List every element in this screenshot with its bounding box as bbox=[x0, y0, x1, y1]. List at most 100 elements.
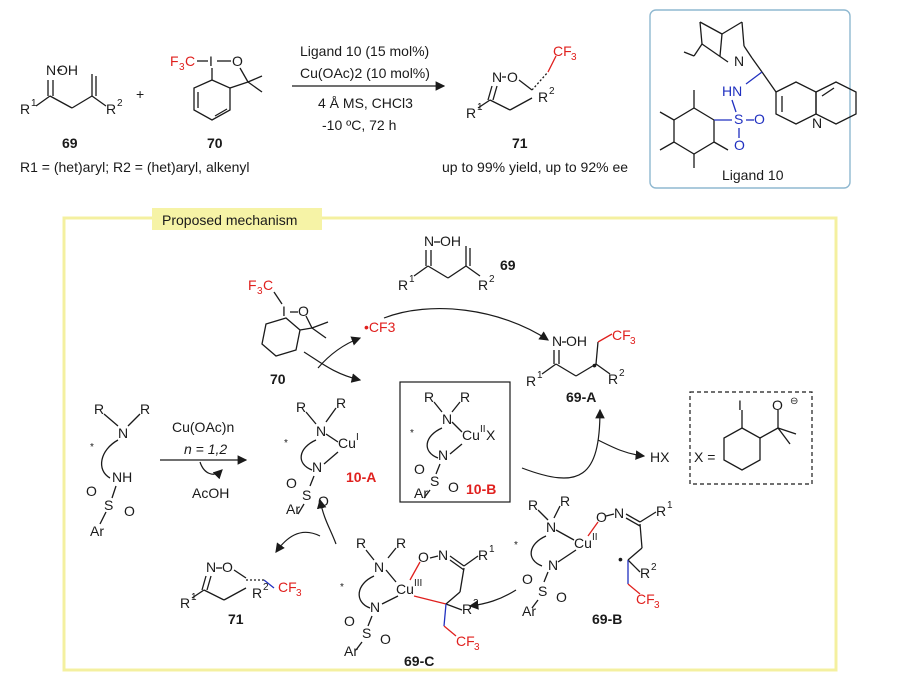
svg-text:N: N bbox=[614, 505, 624, 521]
svg-text:R: R bbox=[462, 601, 472, 617]
svg-text:2: 2 bbox=[117, 98, 123, 109]
svg-text:R: R bbox=[560, 493, 570, 509]
svg-text:CF: CF bbox=[612, 327, 631, 343]
svg-text:N: N bbox=[734, 53, 744, 69]
x-definition-box bbox=[689, 391, 813, 485]
svg-text:II: II bbox=[480, 424, 486, 435]
substituent-definition: R1 = (het)aryl; R2 = (het)aryl, alkenyl bbox=[20, 159, 250, 175]
svg-text:2: 2 bbox=[489, 274, 495, 285]
svg-text:O: O bbox=[124, 503, 135, 519]
mech-label-69-B: 69-B bbox=[592, 611, 622, 627]
mech-label-10-B: 10-B bbox=[466, 481, 496, 497]
mech-label-10-A: 10-A bbox=[346, 469, 376, 485]
svg-text:Cu: Cu bbox=[338, 435, 356, 451]
svg-text:1: 1 bbox=[409, 274, 415, 285]
svg-text:1: 1 bbox=[667, 500, 673, 511]
label-71: 71 bbox=[512, 135, 528, 151]
svg-text:3: 3 bbox=[571, 52, 577, 63]
svg-text:2: 2 bbox=[473, 598, 479, 609]
radical-addition-arrow bbox=[383, 307, 549, 341]
svg-text:2: 2 bbox=[549, 86, 555, 97]
svg-text:I: I bbox=[738, 397, 742, 413]
n-value: n = 1,2 bbox=[184, 441, 227, 457]
label-69: 69 bbox=[62, 135, 78, 151]
x-equals-label: X = bbox=[694, 449, 715, 465]
copper-source: Cu(OAc)n bbox=[172, 419, 234, 435]
ligand-10-structure: N N HN S O O bbox=[659, 21, 857, 168]
svg-text:N: N bbox=[424, 233, 434, 249]
cf3-release-arrow bbox=[317, 336, 362, 369]
mech-label-69: 69 bbox=[500, 257, 516, 273]
svg-text:O: O bbox=[754, 111, 765, 127]
svg-text:I: I bbox=[356, 432, 359, 443]
svg-text:O: O bbox=[298, 303, 309, 319]
condition-ligand: Ligand 10 (15 mol%) bbox=[300, 43, 429, 59]
svg-text:N: N bbox=[552, 333, 562, 349]
svg-text:3: 3 bbox=[630, 336, 636, 347]
svg-text:R: R bbox=[296, 399, 306, 415]
svg-text:*: * bbox=[90, 442, 94, 453]
svg-text:N: N bbox=[370, 599, 380, 615]
mechanism-title: Proposed mechanism bbox=[162, 212, 297, 228]
svg-text:R: R bbox=[478, 277, 488, 293]
mech-label-70: 70 bbox=[270, 371, 286, 387]
product-release-arrow bbox=[275, 531, 321, 553]
svg-text:CF: CF bbox=[456, 633, 475, 649]
svg-text:O: O bbox=[734, 137, 745, 153]
svg-text:R: R bbox=[528, 497, 538, 513]
svg-text:R: R bbox=[538, 89, 548, 105]
svg-text:O: O bbox=[414, 461, 425, 477]
svg-text:R: R bbox=[640, 565, 650, 581]
svg-text:*: * bbox=[284, 438, 288, 449]
svg-text:O: O bbox=[596, 509, 607, 525]
svg-text:R: R bbox=[396, 535, 406, 551]
svg-text:F: F bbox=[248, 277, 257, 293]
acoh-label: AcOH bbox=[192, 485, 229, 501]
svg-text:Cu: Cu bbox=[396, 581, 414, 597]
svg-text:S: S bbox=[104, 497, 113, 513]
svg-text:O: O bbox=[772, 397, 783, 413]
svg-text:N: N bbox=[374, 559, 384, 575]
svg-text:*: * bbox=[410, 428, 414, 439]
mech-label-71: 71 bbox=[228, 611, 244, 627]
svg-text:OH: OH bbox=[566, 333, 587, 349]
svg-text:II: II bbox=[592, 532, 598, 543]
svg-text:2: 2 bbox=[619, 368, 625, 379]
svg-text:•: • bbox=[592, 357, 597, 373]
svg-text:C: C bbox=[185, 53, 195, 69]
condition-additive-solvent: 4 Å MS, CHCl3 bbox=[318, 95, 413, 111]
svg-text:O: O bbox=[507, 69, 518, 85]
hx-release-arrow bbox=[597, 439, 646, 460]
svg-text:Ar: Ar bbox=[414, 485, 428, 501]
svg-text:R: R bbox=[356, 535, 366, 551]
ligand-10-box bbox=[649, 9, 851, 189]
svg-text:2: 2 bbox=[651, 562, 657, 573]
complex-10-B-box bbox=[399, 381, 511, 503]
svg-text:O: O bbox=[522, 571, 533, 587]
svg-text:N: N bbox=[118, 425, 128, 441]
recombination-arrow bbox=[468, 589, 517, 610]
svg-text:O: O bbox=[556, 589, 567, 605]
svg-text:R: R bbox=[478, 547, 488, 563]
svg-text:N: N bbox=[546, 519, 556, 535]
svg-text:2: 2 bbox=[263, 582, 269, 593]
svg-text:S: S bbox=[734, 111, 743, 127]
svg-text:O: O bbox=[380, 631, 391, 647]
svg-text:N: N bbox=[316, 423, 326, 439]
svg-text:3: 3 bbox=[296, 588, 302, 599]
svg-text:S: S bbox=[538, 583, 547, 599]
reductive-elimination-arrow bbox=[316, 498, 337, 545]
condition-temp-time: -10 ºC, 72 h bbox=[322, 117, 396, 133]
svg-text:R: R bbox=[20, 101, 30, 117]
svg-text:R: R bbox=[424, 389, 434, 405]
svg-text:O: O bbox=[344, 613, 355, 629]
svg-text:C: C bbox=[263, 277, 273, 293]
svg-text:1: 1 bbox=[489, 544, 495, 555]
svg-text:Cu: Cu bbox=[574, 535, 592, 551]
svg-text:O: O bbox=[86, 483, 97, 499]
svg-text:N: N bbox=[312, 459, 322, 475]
